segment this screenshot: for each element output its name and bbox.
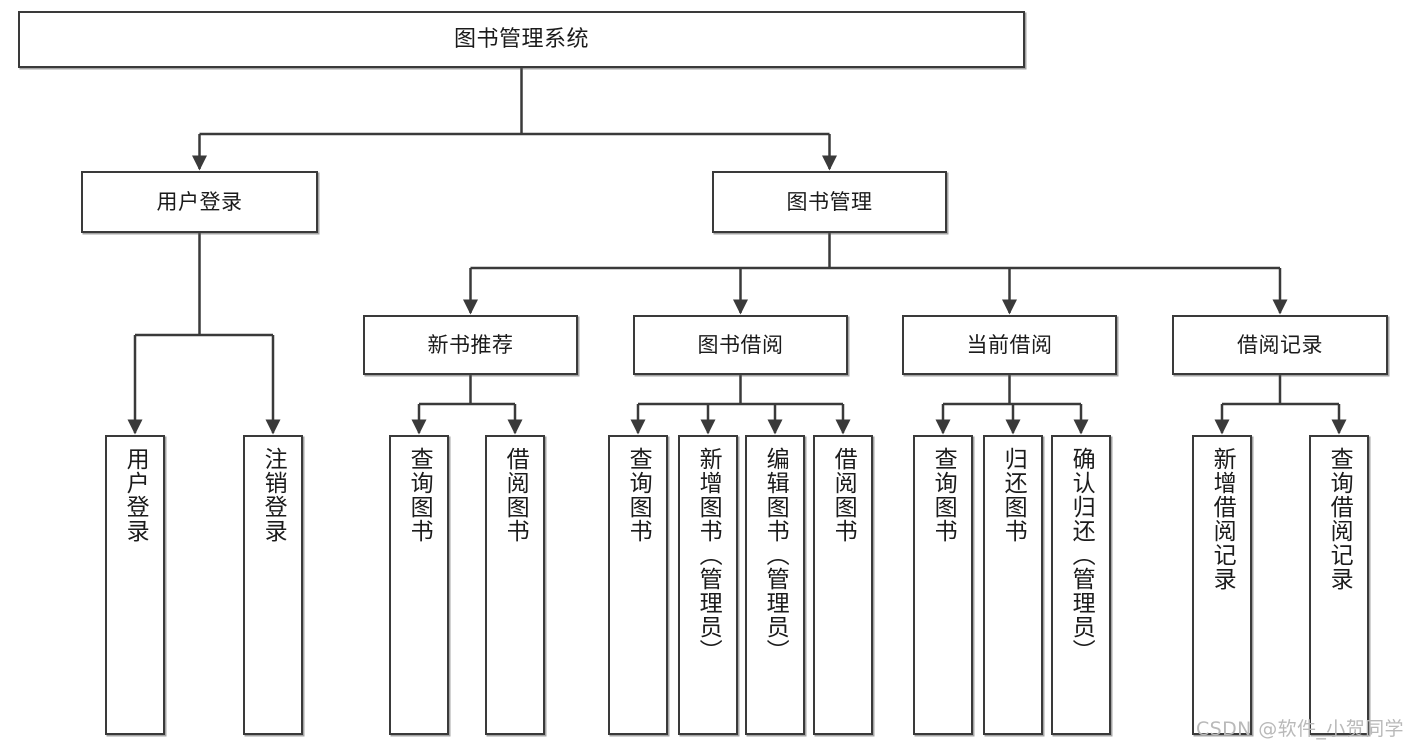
- node-label: 图书管理: [786, 189, 873, 214]
- node-label: 注销登录: [260, 447, 287, 543]
- node-label: 图书管理系统: [453, 26, 589, 52]
- node-label: 新增借阅记录: [1209, 447, 1236, 591]
- node-leaf-confirm[interactable]: 确认归还（管理员）: [1051, 435, 1111, 735]
- node-borrow-record[interactable]: 借阅记录: [1172, 315, 1388, 375]
- node-leaf-query-3[interactable]: 查询图书: [913, 435, 973, 735]
- node-label: 用户登录: [156, 189, 243, 214]
- node-label: 确认归还（管理员）: [1068, 447, 1095, 663]
- node-label: 查询图书: [406, 447, 433, 543]
- node-label: 借阅图书: [502, 447, 529, 543]
- node-label: 借阅图书: [830, 447, 857, 543]
- node-book-manage[interactable]: 图书管理: [712, 171, 947, 233]
- node-leaf-user-login[interactable]: 用户登录: [105, 435, 165, 735]
- node-leaf-query-2[interactable]: 查询图书: [608, 435, 668, 735]
- csdn-watermark: CSDN @软件_小贺同学: [1196, 718, 1404, 740]
- node-label: 图书借阅: [697, 332, 784, 357]
- node-leaf-add-rec[interactable]: 新增借阅记录: [1192, 435, 1252, 735]
- node-book-borrow[interactable]: 图书借阅: [633, 315, 848, 375]
- node-leaf-add-book[interactable]: 新增图书（管理员）: [678, 435, 738, 735]
- node-label: 新书推荐: [427, 332, 514, 357]
- node-label: 查询图书: [930, 447, 957, 543]
- node-label: 借阅记录: [1237, 332, 1323, 357]
- node-label: 当前借阅: [966, 332, 1053, 357]
- node-leaf-return[interactable]: 归还图书: [983, 435, 1043, 735]
- node-root[interactable]: 图书管理系统: [18, 11, 1025, 68]
- node-label: 编辑图书（管理员）: [762, 447, 789, 663]
- node-leaf-borrow-2[interactable]: 借阅图书: [813, 435, 873, 735]
- node-label: 查询图书: [625, 447, 652, 543]
- node-user-login[interactable]: 用户登录: [81, 171, 318, 233]
- node-label: 用户登录: [122, 447, 149, 543]
- node-leaf-borrow-1[interactable]: 借阅图书: [485, 435, 545, 735]
- node-leaf-edit-book[interactable]: 编辑图书（管理员）: [745, 435, 805, 735]
- node-leaf-query-rec[interactable]: 查询借阅记录: [1309, 435, 1369, 735]
- node-leaf-query-1[interactable]: 查询图书: [389, 435, 449, 735]
- node-current-borrow[interactable]: 当前借阅: [902, 315, 1117, 375]
- node-leaf-logout[interactable]: 注销登录: [243, 435, 303, 735]
- node-label: 归还图书: [1000, 447, 1027, 543]
- node-new-book-rec[interactable]: 新书推荐: [363, 315, 578, 375]
- node-label: 新增图书（管理员）: [695, 447, 722, 663]
- node-label: 查询借阅记录: [1326, 447, 1353, 591]
